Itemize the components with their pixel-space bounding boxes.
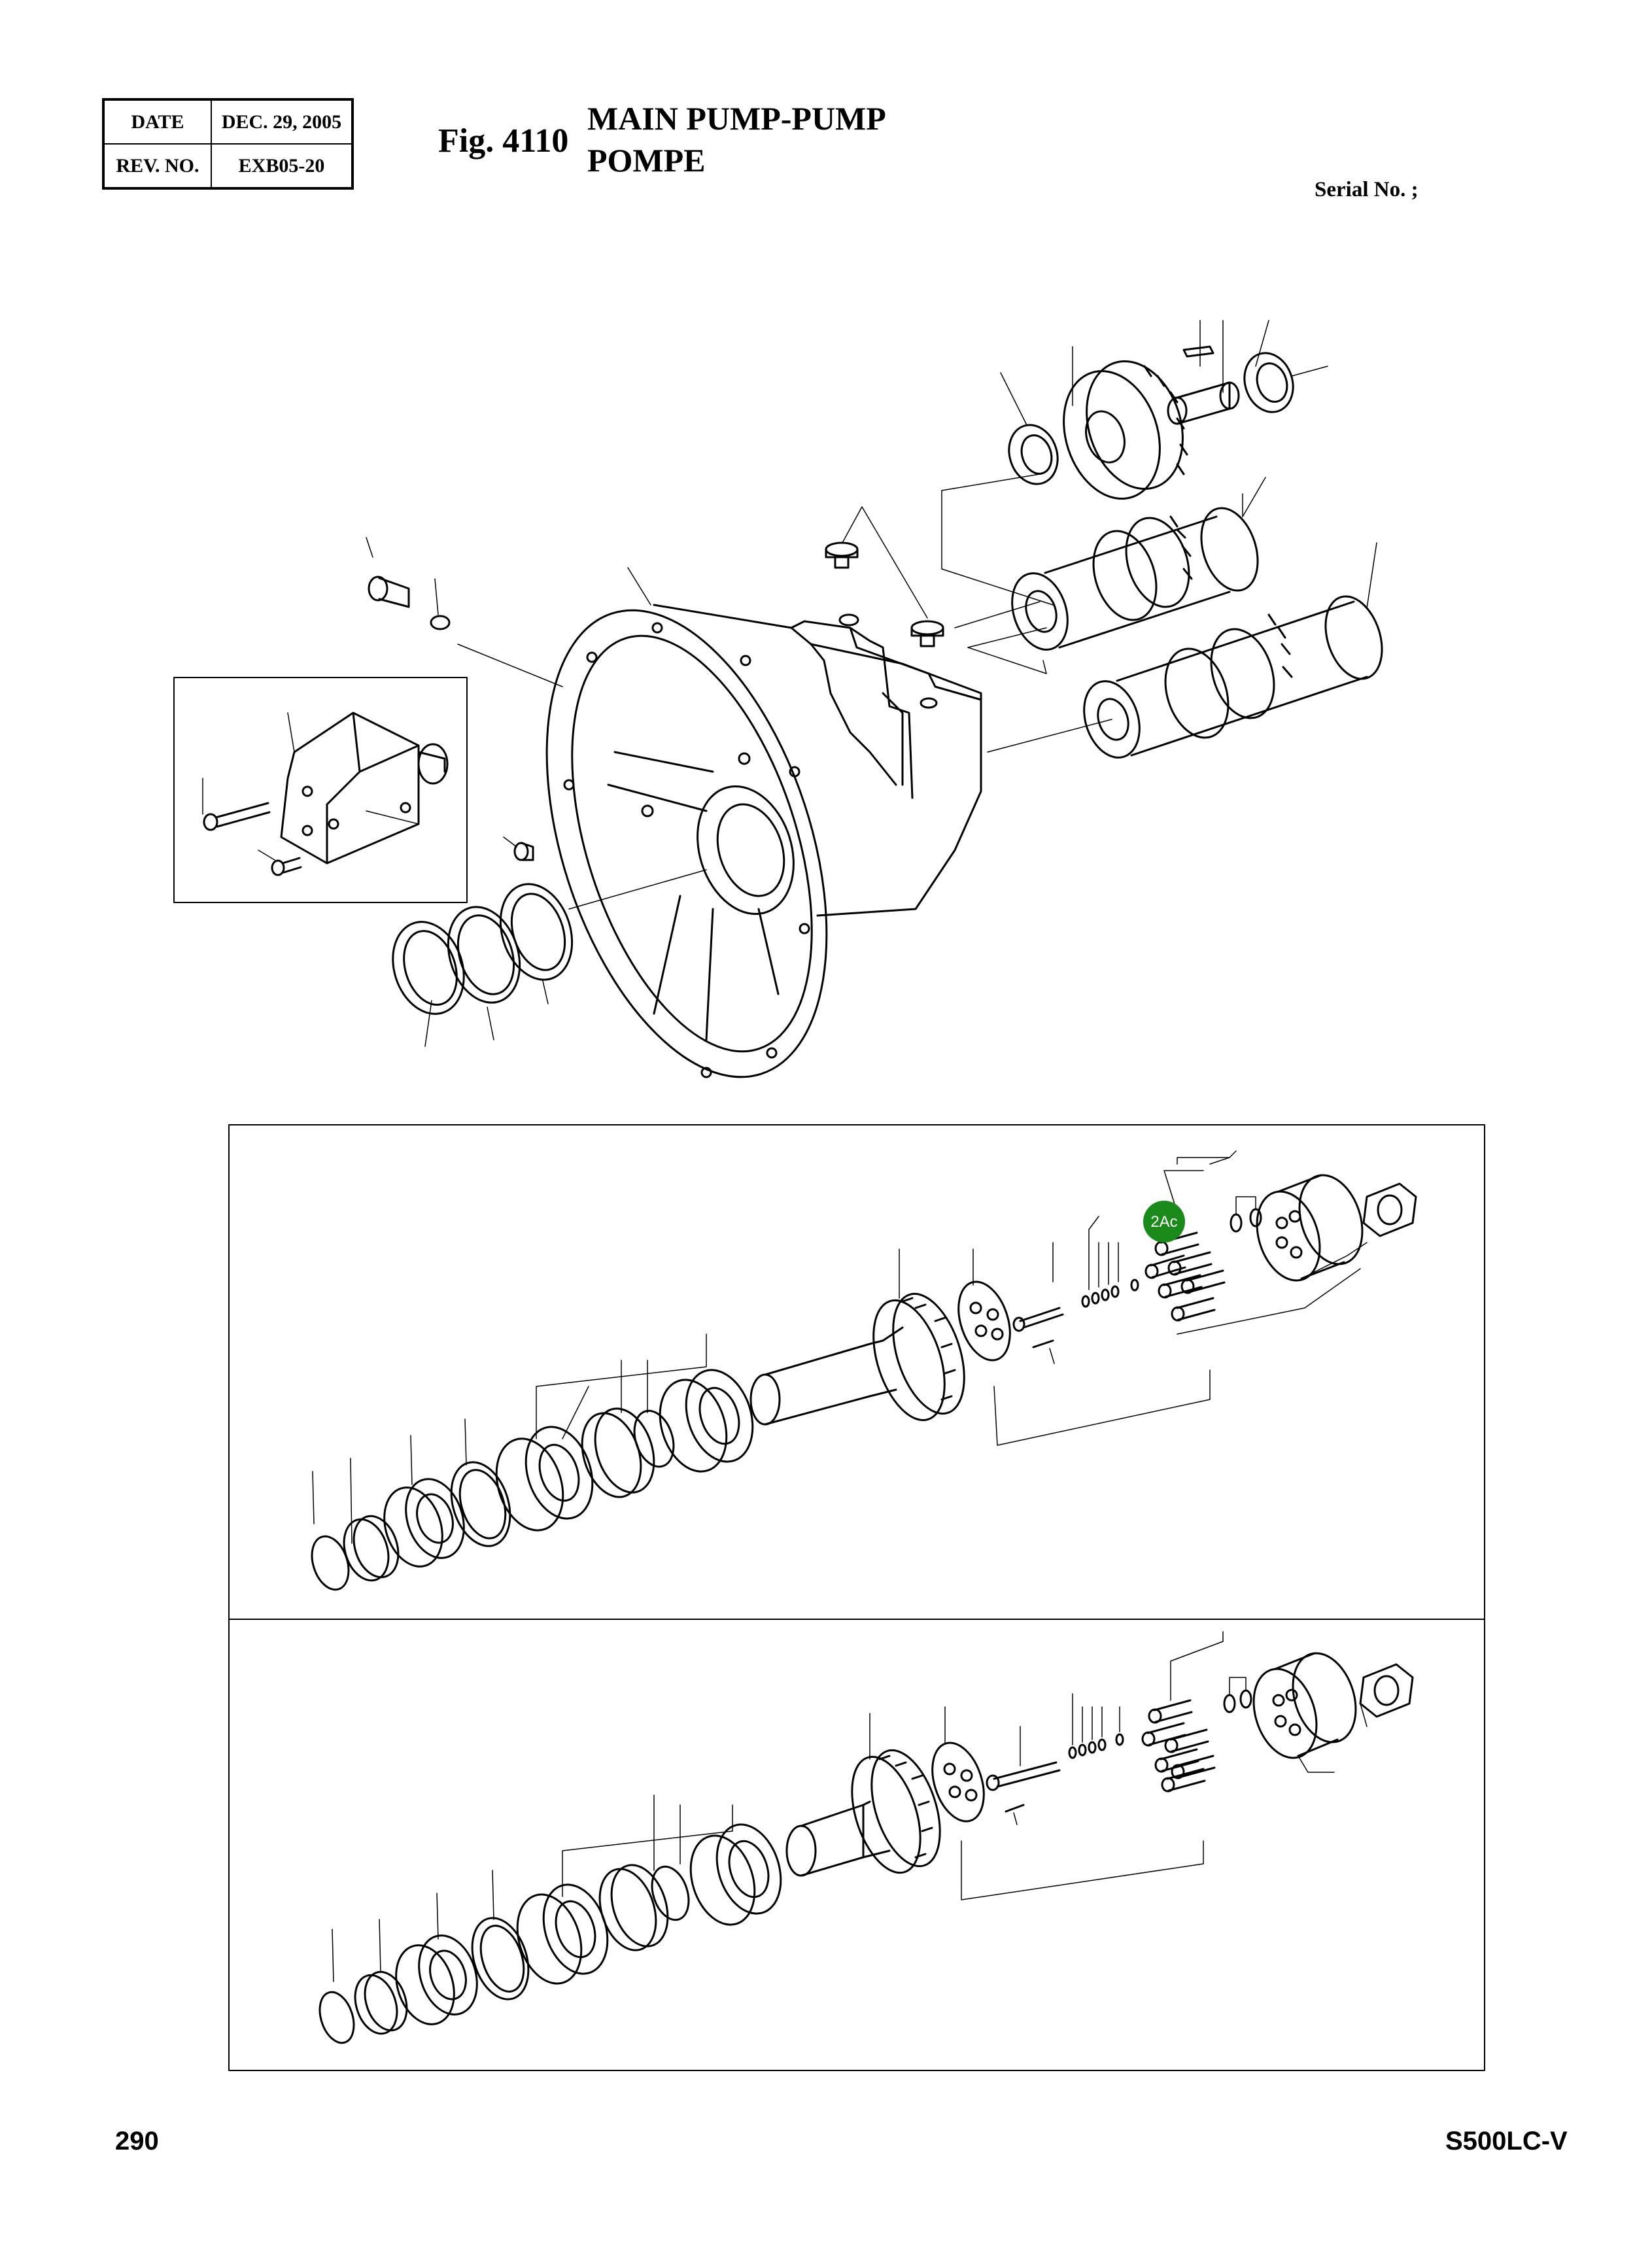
revision-table: DATE DEC. 29, 2005 REV. NO. EXB05-20 — [102, 98, 354, 190]
serial-number: Serial No. ; — [1315, 178, 1419, 201]
gear-pump — [280, 712, 449, 865]
drive-gear — [1063, 360, 1188, 500]
figure-title-french: POMPE — [587, 142, 706, 179]
plug — [825, 541, 859, 569]
model-name: S500LC-V — [1445, 2127, 1568, 2155]
seal-ring — [499, 883, 574, 981]
short-bolt — [271, 857, 302, 876]
rev-label: REV. NO. — [103, 143, 212, 189]
date-label: DATE — [103, 99, 212, 145]
o-ring — [430, 615, 451, 630]
figure-number: Fig. 4110 — [438, 122, 569, 160]
pump-shaft-panel-2 — [228, 1619, 1485, 2071]
leader-lines-top — [202, 320, 1377, 1047]
shim — [447, 906, 521, 1004]
key — [1182, 345, 1214, 358]
long-bolt — [203, 802, 271, 831]
leader-lines-panel-2 — [332, 1631, 1368, 1982]
shaft-assembly-1 — [311, 1174, 1417, 1591]
leader-lines-panel-1 — [312, 1150, 1368, 1544]
figure-title-english: MAIN PUMP-PUMP — [587, 100, 886, 137]
snap-ring — [392, 921, 465, 1015]
shaft — [1167, 381, 1240, 425]
bearing — [1243, 352, 1294, 413]
rev-value: EXB05-20 — [211, 143, 353, 189]
rotating-group-upper — [1011, 507, 1259, 651]
bolt — [368, 575, 410, 608]
date-value: DEC. 29, 2005 — [211, 99, 353, 145]
plug — [910, 620, 944, 647]
callout-label: 2Ac — [1150, 1213, 1177, 1231]
gear-pump-inset — [173, 677, 468, 903]
rotating-group-lower — [1083, 595, 1383, 759]
pump-housing — [545, 604, 982, 1078]
page-number: 290 — [115, 2127, 159, 2155]
screw — [513, 842, 534, 861]
shaft-assembly-2 — [318, 1652, 1414, 2044]
bearing — [1008, 424, 1059, 485]
callout-badge[interactable]: 2Ac — [1143, 1201, 1185, 1243]
